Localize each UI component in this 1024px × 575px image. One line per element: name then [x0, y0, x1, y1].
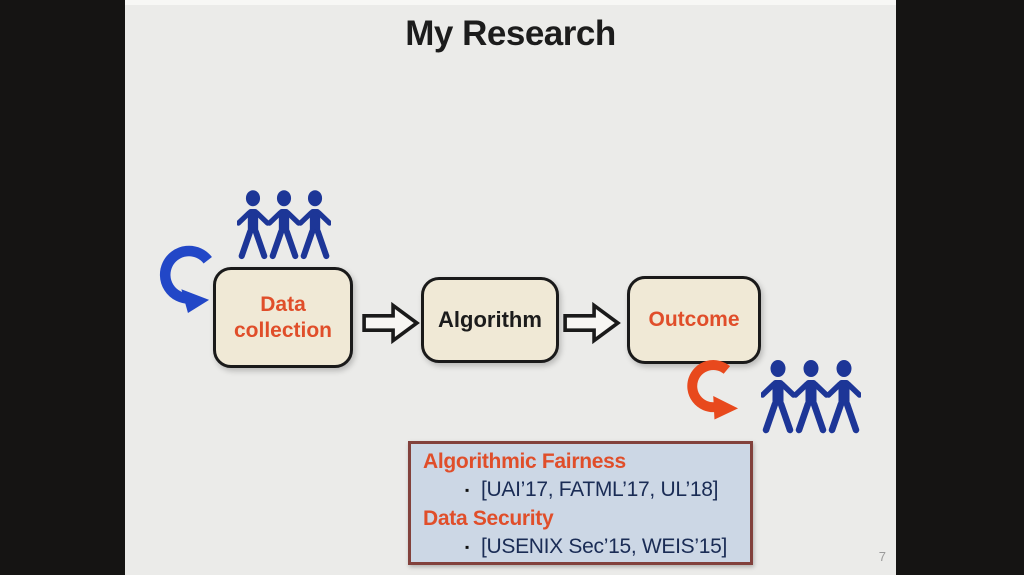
citation-text: [USENIX Sec’15, WEIS’15]	[480, 535, 728, 558]
flow-box-label: Outcome	[648, 308, 740, 331]
citation-line: ▪ [UAI’17, FATML’17, UL’18]	[423, 475, 740, 505]
people-group-icon	[235, 188, 333, 262]
people-group-icon	[759, 360, 863, 434]
flow-box-outcome: Outcome	[627, 276, 761, 364]
three-people-holding-hands-icon	[235, 190, 333, 260]
square-bullet-icon: ▪	[465, 483, 469, 497]
presentation-slide: My Research	[125, 0, 896, 575]
flow-box-label: Data collection	[233, 292, 333, 342]
flow-box-label: Algorithm	[438, 307, 542, 332]
research-area-heading: Algorithmic Fairness	[423, 450, 626, 473]
research-areas-box: Algorithmic Fairness ▪ [UAI’17, FATML’17,…	[408, 441, 753, 565]
citation-line: ▪ [USENIX Sec’15, WEIS’15]	[423, 532, 740, 562]
slide-title: My Research	[405, 14, 616, 53]
slide-page-number: 7	[878, 549, 886, 564]
block-arrow-right-icon	[562, 301, 622, 345]
flow-box-algorithm: Algorithm	[421, 277, 559, 363]
slide-top-highlight	[125, 0, 896, 5]
flow-box-data-collection: Data collection	[213, 267, 353, 368]
square-bullet-icon: ▪	[465, 540, 469, 554]
three-people-holding-hands-icon	[759, 360, 863, 434]
curved-arrow-orange-icon	[681, 356, 743, 436]
block-arrow-right-icon	[361, 301, 421, 345]
research-area-heading: Data Security	[423, 507, 554, 530]
citation-text: [UAI’17, FATML’17, UL’18]	[480, 478, 719, 501]
curved-arrow-blue-icon	[151, 242, 217, 326]
